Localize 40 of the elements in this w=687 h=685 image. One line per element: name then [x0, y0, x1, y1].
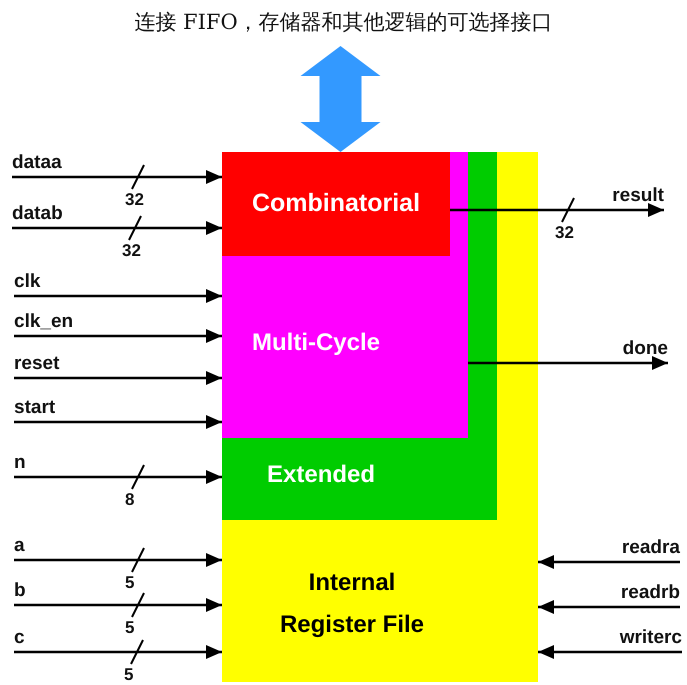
block-label: Combinatorial	[250, 188, 422, 219]
signal-name: result	[612, 184, 664, 210]
block-label: Multi-Cycle	[252, 328, 380, 358]
signal-arrow	[12, 170, 222, 184]
register-file-block	[222, 152, 538, 682]
signal-name: clk_en	[14, 310, 74, 336]
multi-cycle-block	[222, 152, 468, 438]
signal-name: readra	[622, 536, 680, 562]
signal-name: dataa	[12, 151, 62, 177]
signal-name: reset	[14, 352, 60, 378]
signal-name: writerc	[620, 626, 682, 652]
extended-block	[222, 152, 497, 520]
signal-name: b	[14, 579, 26, 605]
combinatorial-block	[222, 152, 450, 256]
signal-name: done	[622, 337, 668, 363]
signal-arrow	[14, 371, 222, 385]
signal-name: readrb	[620, 581, 680, 607]
signal-name: start	[14, 396, 56, 422]
signal-arrow	[14, 415, 222, 429]
block-label: Internal Register File	[278, 568, 426, 640]
signal-name: datab	[12, 202, 63, 228]
signal-arrow	[538, 600, 680, 614]
double-arrow	[300, 46, 380, 152]
signal-arrow	[468, 356, 668, 370]
signal-arrow	[14, 553, 222, 567]
block-label: Extended	[267, 460, 376, 490]
signal-arrow	[538, 555, 680, 569]
signal-name: n	[14, 451, 26, 477]
signal-arrow	[538, 645, 682, 659]
signal-arrow	[12, 221, 222, 235]
signal-arrow	[14, 289, 222, 303]
interface-caption: 连接 FIFO，存储器和其他逻辑的可选择接口	[134, 9, 553, 36]
signal-arrow	[14, 470, 222, 484]
signal-arrow	[14, 645, 222, 659]
signal-name: a	[14, 534, 25, 560]
signal-arrow	[14, 598, 222, 612]
signal-arrow	[14, 329, 222, 343]
signal-name: clk	[14, 270, 40, 296]
signal-arrow	[450, 203, 664, 217]
signal-name: c	[14, 626, 25, 652]
